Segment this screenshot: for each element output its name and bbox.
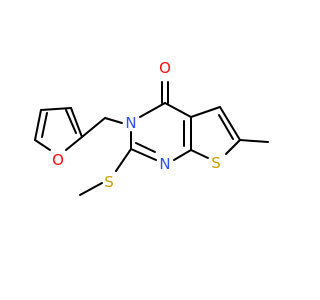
atom-label-n3: N (125, 114, 136, 132)
bond-c4-c4a (164, 102, 192, 118)
thiophene-ring (190, 106, 241, 159)
bond-furan-c2-c3 (70, 107, 83, 138)
bond-methyl (239, 139, 269, 143)
bond-c4a-c5 (190, 106, 221, 118)
molecule-structure: O N N O S S (34, 59, 269, 196)
furan-ring (34, 107, 83, 151)
bond-furan-c3-c4 (40, 107, 72, 111)
bond-n1-c2-double (135, 142, 156, 153)
pyrimidinone-ring (130, 102, 192, 161)
bond-n1-c2 (130, 148, 157, 161)
bond-s-c7a (190, 149, 209, 159)
bond-c6-s (225, 139, 241, 155)
atom-label-o-keto: O (159, 59, 171, 77)
bond-c5-c6 (219, 106, 241, 141)
bond-c5-c6-double (218, 114, 234, 140)
bond-s-ch3 (79, 182, 103, 196)
bond-furan-c2-c3-double (65, 109, 77, 134)
bond-ch2-furan (81, 117, 106, 138)
bond-c2-s (115, 148, 132, 172)
bond-furan-c5-o (34, 139, 51, 151)
atom-label-s-ring: S (211, 154, 221, 172)
bond-furan-c4-c5-double (41, 112, 48, 138)
atom-label-o-furan: O (52, 151, 64, 169)
bond-furan-c4-c5 (34, 109, 42, 141)
bond-c7a-n1 (173, 149, 192, 161)
atom-label-n1: N (159, 155, 170, 173)
bond-ch2-n3 (104, 117, 123, 124)
atom-label-s-methylthio: S (104, 173, 114, 191)
bond-furan-o-c2 (65, 136, 83, 151)
bond-n3-c4 (139, 102, 166, 118)
